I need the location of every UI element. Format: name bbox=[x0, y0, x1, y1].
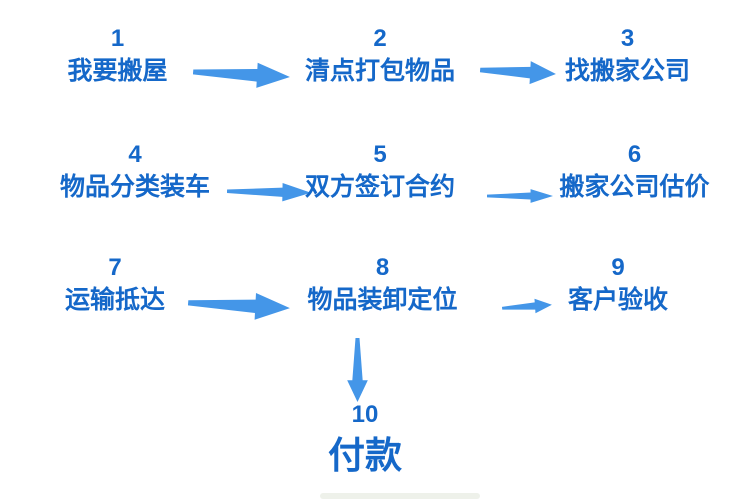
bottom-edge-artifact bbox=[320, 493, 480, 499]
arrow-right-icon bbox=[226, 183, 311, 202]
step-label: 付款 bbox=[328, 435, 402, 476]
step-number: 6 bbox=[627, 141, 642, 168]
arrow-right-icon bbox=[479, 61, 556, 85]
step-number: 2 bbox=[373, 25, 387, 52]
step-label: 双方签订合约 bbox=[304, 173, 455, 201]
step-number: 9 bbox=[611, 254, 625, 281]
step-label: 物品装卸定位 bbox=[307, 286, 458, 314]
step-number: 10 bbox=[351, 401, 379, 428]
arrow-right-icon bbox=[501, 298, 552, 314]
step-label: 清点打包物品 bbox=[304, 57, 455, 85]
step-10: 10 付款 bbox=[300, 400, 430, 476]
arrow-right-icon bbox=[487, 189, 553, 203]
step-5: 5 双方签订合约 bbox=[300, 140, 460, 202]
step-label: 客户验收 bbox=[567, 286, 668, 314]
step-number: 7 bbox=[108, 254, 122, 281]
arrow-down-icon bbox=[347, 338, 368, 402]
step-label: 找搬家公司 bbox=[564, 57, 690, 85]
step-number: 1 bbox=[110, 25, 125, 52]
step-number: 5 bbox=[373, 141, 387, 168]
step-number: 4 bbox=[128, 141, 142, 168]
step-4: 4 物品分类装车 bbox=[40, 140, 230, 202]
step-6: 6 搬家公司估价 bbox=[552, 140, 717, 202]
arrow-right-icon bbox=[192, 62, 290, 88]
step-8: 8 物品装卸定位 bbox=[300, 253, 465, 315]
step-number: 3 bbox=[620, 25, 635, 52]
step-label: 物品分类装车 bbox=[59, 173, 210, 201]
arrow-right-icon bbox=[187, 292, 290, 320]
step-label: 我要搬屋 bbox=[67, 57, 168, 85]
step-number: 8 bbox=[375, 254, 390, 281]
step-7: 7 运输抵达 bbox=[50, 253, 180, 315]
step-2: 2 清点打包物品 bbox=[300, 24, 460, 86]
step-label: 搬家公司估价 bbox=[559, 173, 710, 201]
step-3: 3 找搬家公司 bbox=[550, 24, 705, 86]
step-1: 1 我要搬屋 bbox=[45, 24, 190, 86]
step-9: 9 客户验收 bbox=[553, 253, 683, 315]
step-label: 运输抵达 bbox=[64, 286, 165, 314]
